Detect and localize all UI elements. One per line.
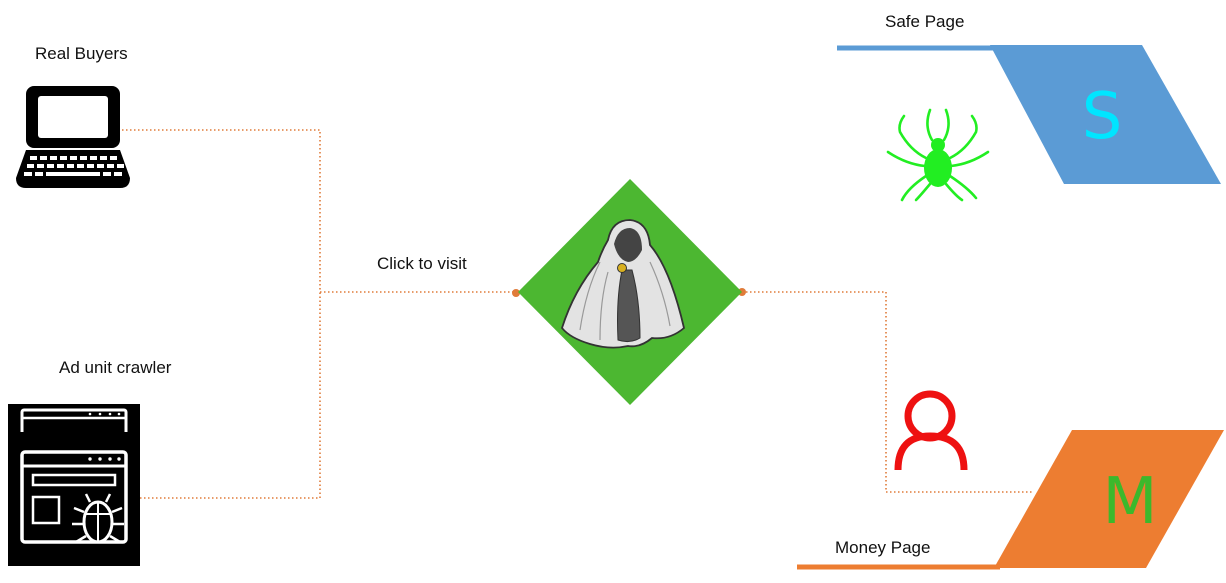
click-to-visit-label: Click to visit (377, 254, 467, 273)
connector-dot-left (512, 289, 520, 297)
money-page-node: M (797, 430, 1224, 570)
money-page-shape (994, 430, 1224, 568)
bug-browser-icon (8, 404, 140, 566)
safe-page-letter: S (1082, 80, 1123, 154)
safe-page-node: S (837, 45, 1221, 184)
cloak-icon (560, 219, 686, 349)
real-buyers-label: Real Buyers (35, 44, 128, 63)
laptop-icon (16, 86, 130, 188)
connectors (122, 129, 1034, 499)
money-page-letter: M (1102, 465, 1157, 539)
safe-page-shape (990, 45, 1221, 184)
connector-money (742, 291, 1034, 493)
spider-icon (886, 108, 990, 202)
user-icon (894, 390, 968, 471)
safe-page-label: Safe Page (885, 12, 965, 31)
cloak-node (518, 179, 742, 405)
money-page-label: Money Page (835, 538, 931, 557)
connector-crawler (140, 292, 321, 499)
ad-unit-crawler-label: Ad unit crawler (59, 358, 172, 377)
